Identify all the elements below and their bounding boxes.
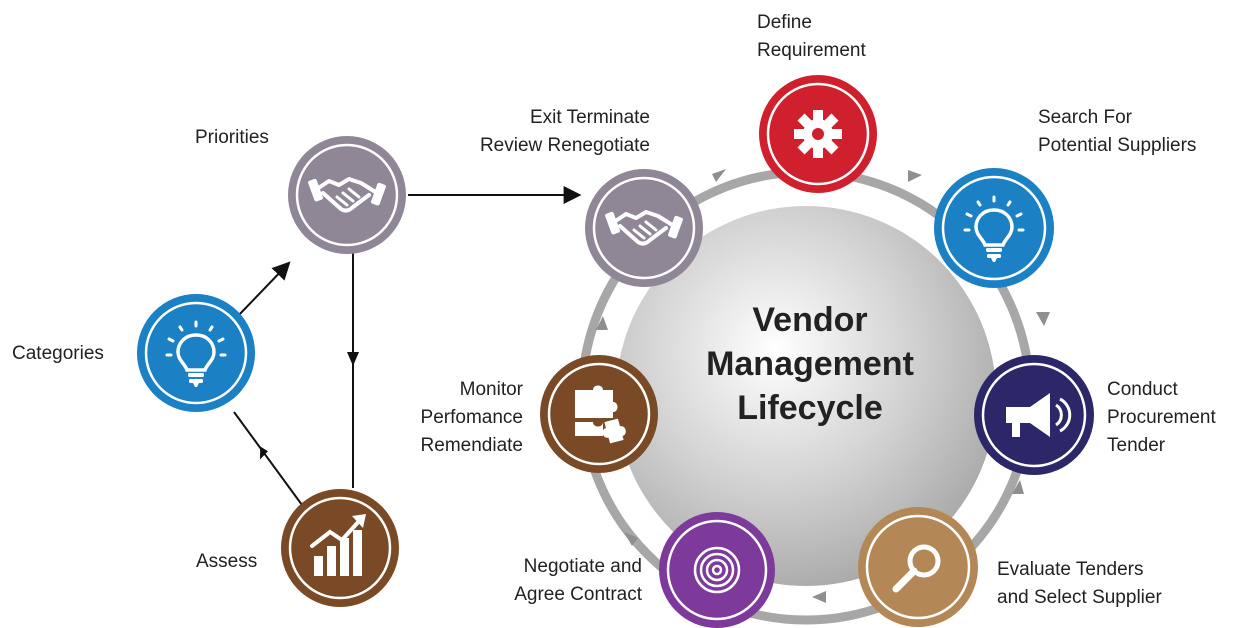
monitor-line-1: Monitor	[459, 379, 523, 400]
lifecycle-center-disk	[616, 206, 996, 586]
ring-arrow-icon	[624, 532, 638, 546]
categories-label: Categories	[12, 343, 104, 364]
negotiate-line-2: Agree Contract	[514, 584, 642, 605]
monitor-performance-node	[540, 355, 658, 473]
ring-arrow-icon	[908, 170, 922, 182]
title-line-3: Lifecycle	[737, 389, 883, 427]
title-line-1: Vendor	[752, 301, 868, 339]
define-requirement-node	[759, 75, 877, 193]
megaphone-icon	[1006, 393, 1072, 437]
ring-arrow-icon	[812, 591, 826, 603]
ring-arrow-icon	[1036, 312, 1050, 326]
exit-terminate-node	[585, 169, 703, 287]
define-line-2: Requirement	[757, 40, 866, 61]
conduct-line-2: Procurement	[1107, 407, 1216, 428]
conduct-tender-label: Conduct Procurement Tender	[1107, 376, 1216, 460]
ring-arrow-icon	[596, 316, 608, 330]
define-line-1: Define	[757, 12, 812, 33]
priorities-label: Priorities	[195, 127, 269, 148]
puzzle-icon	[575, 385, 626, 444]
arrowhead-down-icon	[347, 352, 359, 366]
monitor-line-2: Perfomance	[420, 407, 523, 428]
exit-line-1: Exit Terminate	[529, 107, 650, 128]
assess-label: Assess	[196, 551, 258, 572]
ring-arrow-icon	[1012, 480, 1024, 494]
evaluate-tenders-node	[858, 507, 978, 627]
negotiate-line-1: Negotiate and	[523, 556, 642, 577]
categories-node	[137, 294, 255, 412]
gear-icon	[794, 110, 842, 158]
title-line-2: Management	[706, 345, 914, 383]
magnifier-icon	[892, 544, 941, 593]
assess-node	[281, 489, 399, 607]
connector-categories-to-priorities	[235, 261, 291, 319]
priorities-node	[288, 136, 406, 254]
connector-assess-to-categories	[233, 411, 303, 506]
conduct-tender-node	[974, 355, 1094, 475]
search-suppliers-label: Search For Potential Suppliers	[1038, 104, 1196, 160]
ring-flow-arrows	[596, 169, 1050, 603]
conduct-line-1: Conduct	[1107, 379, 1178, 400]
search-line-2: Potential Suppliers	[1038, 135, 1197, 156]
conduct-line-3: Tender	[1107, 435, 1166, 456]
bar-chart-growth-icon	[310, 514, 366, 576]
evaluate-line-1: Evaluate Tenders	[997, 559, 1144, 580]
negotiate-contract-label: Negotiate and Agree Contract	[452, 553, 642, 609]
diagram-title: Vendor Management Lifecycle	[690, 298, 930, 430]
search-line-1: Search For	[1038, 107, 1132, 128]
monitor-line-3: Remendiate	[420, 435, 523, 456]
arrowhead-up-icon	[260, 446, 268, 460]
define-requirement-label: Define Requirement	[757, 9, 866, 65]
exit-terminate-label: Exit Terminate Review Renegotiate	[420, 104, 650, 160]
exit-line-2: Review Renegotiate	[479, 135, 650, 156]
negotiate-contract-node	[659, 512, 775, 628]
search-suppliers-node	[934, 168, 1054, 288]
evaluate-line-2: and Select Supplier	[997, 587, 1162, 608]
ring-arrow-icon	[712, 169, 726, 182]
evaluate-tenders-label: Evaluate Tenders and Select Supplier	[997, 556, 1162, 612]
target-icon	[693, 546, 741, 594]
monitor-performance-label: Monitor Perfomance Remendiate	[380, 376, 523, 460]
